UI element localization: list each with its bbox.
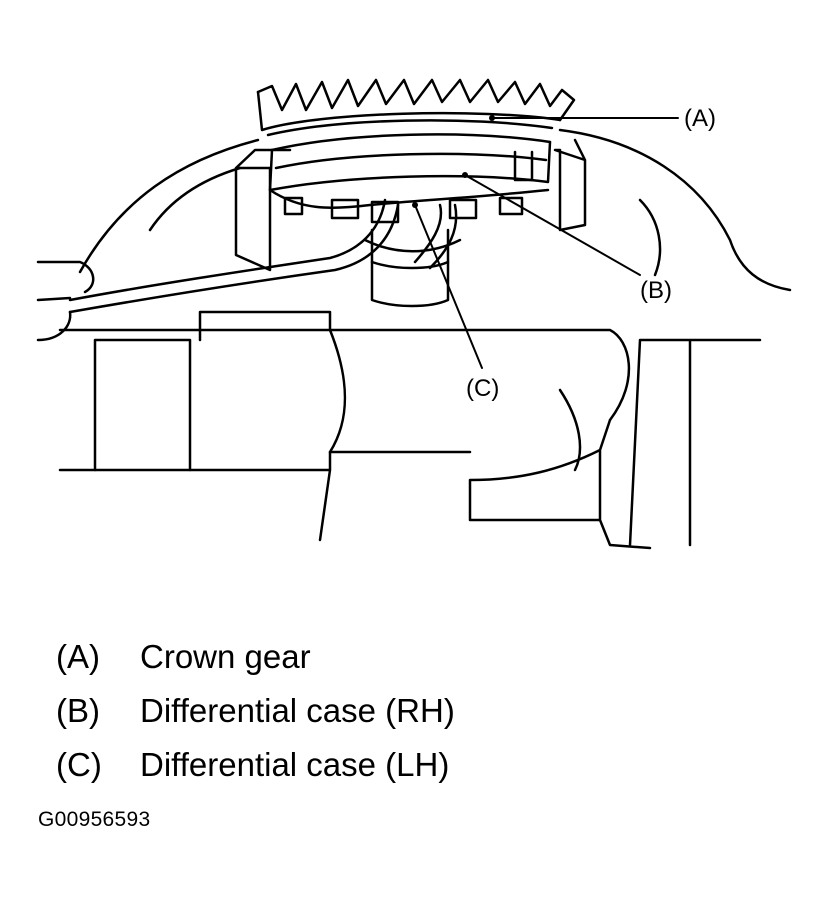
legend-item: (C) Differential case (LH)	[56, 738, 455, 792]
legend-key: (B)	[56, 692, 100, 729]
legend: (A) Crown gear (B) Differential case (RH…	[56, 630, 455, 792]
figure-id: G00956593	[38, 808, 151, 831]
axle-right-housing	[628, 338, 762, 547]
puller-arm-right	[413, 203, 458, 270]
hand-outline	[36, 260, 95, 342]
leader-dot-a	[489, 115, 495, 121]
diff-case-rh-body	[268, 140, 552, 192]
leader-line-c	[414, 204, 483, 369]
legend-item: (A) Crown gear	[56, 630, 455, 684]
left-bracket	[234, 148, 292, 272]
crown-gear-rim	[256, 90, 562, 132]
legend-text: Crown gear	[140, 638, 311, 675]
diff-case-rh-band	[274, 152, 548, 170]
axle-tube-upper	[58, 310, 631, 422]
diff-case-lh-hub	[370, 228, 450, 308]
crown-gear-lower-rim	[266, 119, 554, 152]
right-bracket	[553, 138, 587, 232]
axle-tube-lower	[58, 450, 472, 542]
leader-dot-b	[462, 172, 468, 178]
axle-left-block	[93, 338, 192, 472]
legend-item: (B) Differential case (RH)	[56, 684, 455, 738]
legend-text: Differential case (RH)	[140, 692, 455, 729]
diff-case-lh-ring	[363, 238, 462, 270]
legend-key: (C)	[56, 746, 102, 783]
callout-c: (C)	[466, 375, 499, 402]
legend-key: (A)	[56, 638, 100, 675]
crown-gear-teeth	[256, 78, 576, 122]
leader-line-b	[464, 174, 641, 276]
legend-text: Differential case (LH)	[140, 746, 450, 783]
callout-a: (A)	[684, 105, 716, 132]
callout-b: (B)	[640, 277, 672, 304]
housing-outline	[78, 128, 792, 292]
diff-case-lower-edge	[268, 188, 550, 209]
diff-case-window	[513, 150, 534, 182]
axle-center-curve	[328, 328, 582, 472]
differential-illustration: (A) (B) (C)	[36, 78, 792, 550]
housing-inner-curve	[148, 166, 662, 277]
puller-arm-left	[68, 198, 400, 314]
leader-dot-c	[412, 202, 418, 208]
axle-right-flange	[468, 418, 652, 550]
